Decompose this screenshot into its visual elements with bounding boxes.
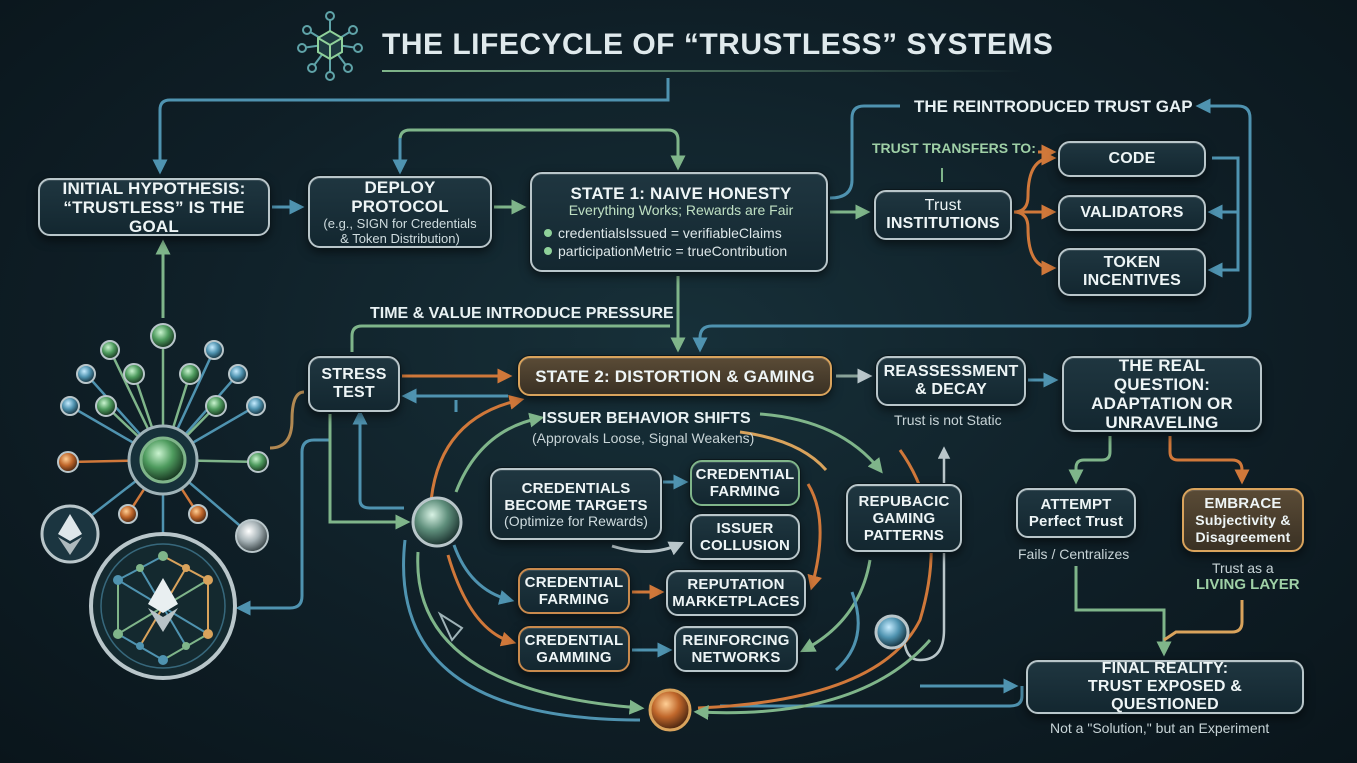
final-reality-note: Not a "Solution," but an Experiment <box>1050 720 1270 736</box>
reputation-line1: REPUTATION <box>687 576 785 593</box>
real-question-line1: THE REAL QUESTION: <box>1113 356 1211 394</box>
attempt-note: Fails / Centralizes <box>1018 546 1130 562</box>
final-reality-box: FINAL REALITY: TRUST EXPOSED & QUESTIONE… <box>1026 660 1304 714</box>
token-incentives-label: TOKEN INCENTIVES <box>1082 254 1181 289</box>
pressure-label: TIME & VALUE INTRODUCE PRESSURE <box>370 305 674 322</box>
embrace-box: EMBRACE Subjectivity & Disagreement <box>1182 488 1304 552</box>
deploy-protocol-box: DEPLOY PROTOCOL (e.g., SIGN for Credenti… <box>308 176 492 248</box>
initial-hypothesis-line2: “TRUSTLESS” IS THE GOAL <box>63 197 245 236</box>
issuer-shift-sub: (Approvals Loose, Signal Weakens) <box>532 430 755 446</box>
trust-transfers-label: TRUST TRANSFERS TO: <box>872 140 1036 156</box>
ethereum-badge-icon <box>40 504 100 564</box>
repubacic-gaming-box: REPUBACIC GAMING PATTERNS <box>846 484 962 552</box>
embrace-line3: Disagreement <box>1195 528 1291 545</box>
issuer-collusion-line1: ISSUER <box>716 520 774 537</box>
deploy-protocol-title: DEPLOY PROTOCOL <box>351 178 449 216</box>
credentials-targets-line1: CREDENTIALS <box>521 479 631 497</box>
credential-farming-box-b: CREDENTIAL FARMING <box>518 568 630 614</box>
initial-hypothesis-box: INITIAL HYPOTHESIS: “TRUSTLESS” IS THE G… <box>38 178 270 236</box>
state1-title: STATE 1: NAIVE HONESTY <box>570 184 792 203</box>
attempt-box: ATTEMPT Perfect Trust <box>1016 488 1136 538</box>
trust-institutions-line1: Trust <box>924 197 962 214</box>
reassessment-line1: REASSESSMENT <box>883 363 1019 380</box>
code-box: CODE <box>1058 141 1206 177</box>
reinforcing-line1: REINFORCING <box>682 632 790 649</box>
embrace-note2: LIVING LAYER <box>1196 576 1300 593</box>
real-question-line3: UNRAVELING <box>1105 413 1219 432</box>
bullet-dot-icon <box>544 247 552 255</box>
issuer-collusion-box: ISSUER COLLUSION <box>690 514 800 560</box>
credential-gamming-line1: CREDENTIAL <box>524 632 624 649</box>
state1-bullet-text-2: participationMetric = trueContribution <box>558 243 788 259</box>
embrace-note1: Trust as a <box>1212 560 1274 576</box>
bottom-orb-icon <box>648 688 692 732</box>
stress-test-box: STRESS TEST <box>308 356 400 412</box>
reassessment-box: REASSESSMENT & DECAY <box>876 356 1026 406</box>
right-orb-icon <box>874 614 910 650</box>
trust-institutions-line2: INSTITUTIONS <box>886 215 1000 232</box>
initial-hypothesis-line1: INITIAL HYPOTHESIS: <box>62 178 246 198</box>
credential-farming-b-line1: CREDENTIAL <box>524 574 624 591</box>
credential-farming-a-line1: CREDENTIAL <box>695 466 795 483</box>
state1-subtitle: Everything Works; Rewards are Fair <box>568 202 794 218</box>
issuer-shift-title: ISSUER BEHAVIOR SHIFTS <box>542 410 751 427</box>
state2-box: STATE 2: DISTORTION & GAMING <box>518 356 832 396</box>
state1-bullet: credentialsIssued = verifiableClaims <box>544 224 782 242</box>
network-cube-icon <box>297 11 363 81</box>
page-title: THE LIFECYCLE OF “TRUSTLESS” SYSTEMS <box>382 28 1054 61</box>
embrace-line2: Subjectivity & <box>1195 511 1291 528</box>
state1-bullet: participationMetric = trueContribution <box>544 242 787 260</box>
compass-icon <box>437 611 464 642</box>
issuer-collusion-line2: COLLUSION <box>699 537 791 554</box>
stress-test-line2: TEST <box>333 384 375 401</box>
central-orb-icon <box>411 496 463 548</box>
attempt-line1: ATTEMPT <box>1040 496 1112 513</box>
credential-gamming-line2: GAMMING <box>536 649 612 666</box>
ethereum-globe-icon <box>89 532 237 680</box>
embrace-line1: EMBRACE <box>1204 494 1282 512</box>
credential-farming-a-line2: FARMING <box>709 483 781 500</box>
token-incentives-box: TOKEN INCENTIVES <box>1058 248 1206 296</box>
reputation-marketplaces-box: REPUTATION MARKETPLACES <box>666 570 806 616</box>
final-reality-line2: TRUST EXPOSED & QUESTIONED <box>1087 678 1243 713</box>
reassessment-note: Trust is not Static <box>894 412 1002 428</box>
code-label: CODE <box>1108 150 1156 167</box>
reinforcing-networks-box: REINFORCING NETWORKS <box>674 626 798 672</box>
trust-institutions-box: Trust INSTITUTIONS <box>874 190 1012 240</box>
real-question-line2: ADAPTATION OR <box>1091 394 1233 413</box>
credentials-targets-box: CREDENTIALS BECOME TARGETS (Optimize for… <box>490 468 662 540</box>
attempt-line2: Perfect Trust <box>1028 513 1124 530</box>
deploy-protocol-sub1: (e.g., SIGN for Credentials <box>323 216 477 231</box>
state2-title: STATE 2: DISTORTION & GAMING <box>535 366 815 386</box>
real-question-box: THE REAL QUESTION: ADAPTATION OR UNRAVEL… <box>1062 356 1262 432</box>
trust-gap-heading: THE REINTRODUCED TRUST GAP <box>914 97 1193 116</box>
credentials-targets-sub: (Optimize for Rewards) <box>504 512 648 529</box>
bullet-dot-icon <box>544 229 552 237</box>
credentials-targets-line2: BECOME TARGETS <box>504 496 648 514</box>
repubacic-line3: PATTERNS <box>863 526 945 544</box>
repubacic-line2: GAMING <box>872 509 936 527</box>
validators-box: VALIDATORS <box>1058 195 1206 231</box>
stress-test-line1: STRESS <box>321 366 387 383</box>
title-divider <box>382 70 1022 72</box>
credential-farming-b-line2: FARMING <box>538 591 610 608</box>
reputation-line2: MARKETPLACES <box>672 593 800 610</box>
repubacic-line1: REPUBACIC <box>858 492 950 510</box>
state1-bullet-text-1: credentialsIssued = verifiableClaims <box>558 225 782 241</box>
reinforcing-line2: NETWORKS <box>691 649 781 666</box>
deploy-protocol-sub2: & Token Distribution) <box>340 231 460 246</box>
credential-gamming-box: CREDENTIAL GAMMING <box>518 626 630 672</box>
state1-box: STATE 1: NAIVE HONESTY Everything Works;… <box>530 172 828 272</box>
final-reality-line1: FINAL REALITY: <box>1101 660 1229 677</box>
validators-label: VALIDATORS <box>1080 204 1184 221</box>
credential-farming-box-a: CREDENTIAL FARMING <box>690 460 800 506</box>
reassessment-line2: & DECAY <box>915 381 987 398</box>
